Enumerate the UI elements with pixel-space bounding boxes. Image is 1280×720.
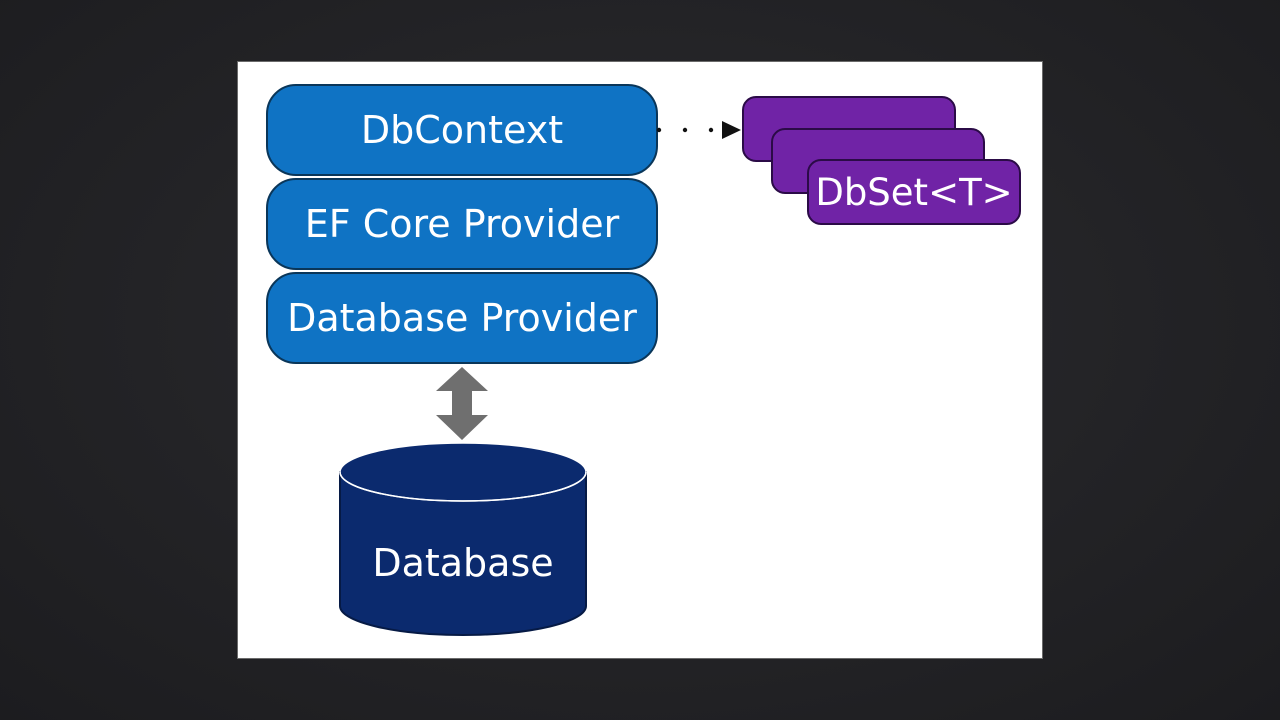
database-cylinder: Database [339, 442, 587, 636]
connector-arrowhead-icon [722, 121, 741, 139]
database-label: Database [372, 541, 553, 585]
dbcontext-label: DbContext [360, 108, 564, 152]
dotted-connector [656, 121, 741, 139]
database-provider-layer: Database Provider [266, 272, 658, 364]
dbset-card-front: DbSet<T> [807, 159, 1021, 225]
bidirectional-arrow-icon [436, 367, 488, 440]
dbset-label: DbSet<T> [815, 170, 1013, 214]
ef-core-provider-layer: EF Core Provider [266, 178, 658, 270]
ef-core-provider-label: EF Core Provider [304, 202, 620, 246]
database-provider-label: Database Provider [287, 296, 637, 340]
dbcontext-layer: DbContext [266, 84, 658, 176]
